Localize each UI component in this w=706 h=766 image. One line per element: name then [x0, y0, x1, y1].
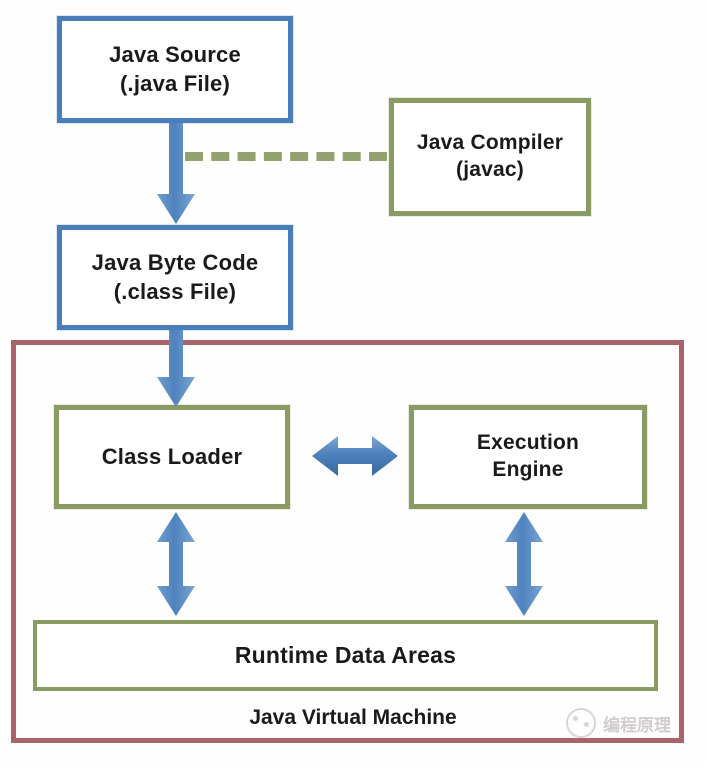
- arrow-source-to-bytecode: [150, 118, 202, 231]
- java-compiler-box[interactable]: Java Compiler (javac): [389, 98, 591, 216]
- watermark-text: 编程原理: [603, 715, 671, 736]
- java-byte-code-line-2: (.class File): [113, 278, 237, 304]
- execution-engine-line-2: Engine: [492, 458, 564, 481]
- runtime-data-areas-box[interactable]: Runtime Data Areas: [33, 620, 658, 691]
- execution-engine-line-1: Execution: [476, 431, 580, 455]
- java-byte-code-line-1: Java Byte Code: [91, 250, 259, 276]
- class-loader-label: Class Loader: [101, 443, 243, 469]
- arrow-execution-engine-to-runtime: [498, 512, 550, 616]
- java-source-line-2: (.java File): [120, 70, 230, 96]
- java-byte-code-box[interactable]: Java Byte Code (.class File): [57, 225, 293, 330]
- arrow-classloader-to-runtime: [150, 512, 202, 616]
- circle-logo-icon: [566, 708, 596, 738]
- dashed-connector-compiler: [185, 152, 387, 161]
- class-loader-box[interactable]: Class Loader: [54, 405, 290, 509]
- java-compiler-line-1: Java Compiler: [416, 131, 564, 155]
- runtime-data-areas-label: Runtime Data Areas: [234, 641, 457, 668]
- jvm-label: Java Virtual Machine: [249, 706, 457, 729]
- watermark: 编程原理: [566, 708, 671, 738]
- execution-engine-box[interactable]: Execution Engine: [409, 405, 647, 509]
- java-source-box[interactable]: Java Source (.java File): [57, 16, 293, 123]
- java-source-line-1: Java Source: [109, 42, 241, 68]
- java-compiler-line-2: (javac): [456, 158, 524, 181]
- arrow-bytecode-to-classloader: [150, 325, 202, 413]
- arrow-classloader-to-execution-engine: [312, 431, 398, 481]
